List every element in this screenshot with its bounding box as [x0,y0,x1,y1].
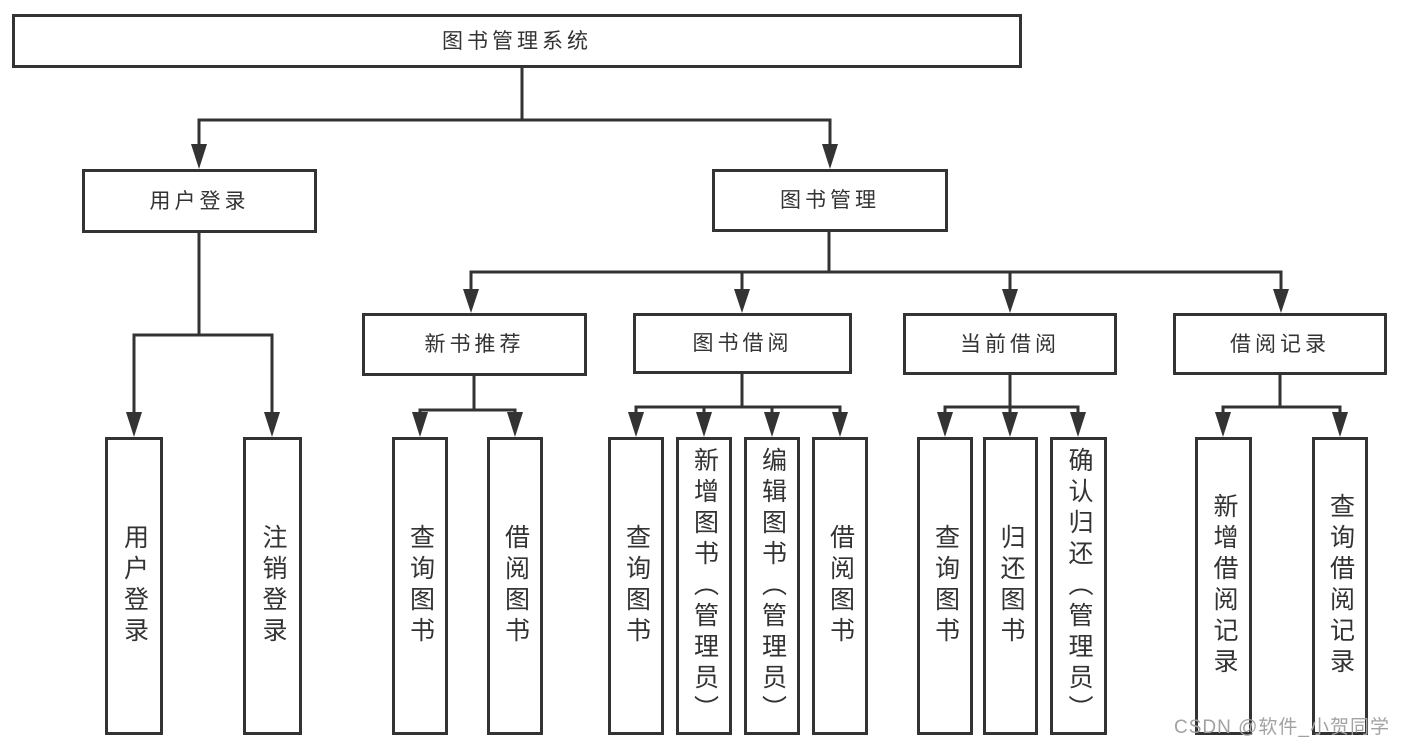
node-label: 图书借阅 [692,332,793,355]
leaf-nbr-borrow-books: 借阅图书 [487,437,543,735]
node-label: 编辑图书（管理员） [758,446,787,726]
node-label: 借阅图书 [826,524,855,648]
node-label: 借阅记录 [1230,332,1330,356]
arrow-down-icon [191,144,207,169]
node-book-borrowing: 图书借阅 [633,313,852,374]
node-label: 查询图书 [622,524,651,648]
node-label: 图书管理 [780,189,880,212]
arrow-down-icon [1070,412,1086,437]
node-label: 用户登录 [120,524,149,648]
node-label: 归还图书 [997,524,1025,648]
node-label: 当前借阅 [960,332,1060,356]
leaf-cb-return-books: 归还图书 [983,437,1038,735]
arrow-down-icon [463,289,479,313]
arrow-down-icon [1273,289,1289,313]
connector-br-crossbar [1221,405,1342,413]
node-label: 图书管理系统 [442,29,592,53]
node-label: 新增借阅记录 [1210,493,1238,679]
node-label: 查询图书 [931,524,960,648]
node-label: 新增图书（管理员） [690,446,719,726]
arrow-down-icon [832,412,848,437]
arrow-down-icon [412,412,428,437]
arrow-down-icon [126,412,142,437]
leaf-user-login: 用户登录 [105,437,163,735]
connector-bb-crossbar [634,405,842,413]
node-library-management-system: 图书管理系统 [12,14,1022,68]
leaf-cb-confirm-return-admin: 确认归还（管理员） [1050,437,1107,735]
node-new-book-recommend: 新书推荐 [362,313,587,376]
connector-book-mgmt-crossbar [469,270,1283,292]
node-label: 新书推荐 [424,333,525,356]
leaf-logout-login: 注销登录 [243,437,302,735]
arrow-down-icon [628,412,644,437]
arrow-down-icon [937,412,953,437]
leaf-br-query-borrow-record: 查询借阅记录 [1312,437,1368,735]
leaf-bb-edit-books-admin: 编辑图书（管理员） [744,437,800,735]
arrow-down-icon [696,412,712,437]
node-current-borrowing: 当前借阅 [903,313,1117,375]
arrow-down-icon [1002,289,1018,313]
node-book-management: 图书管理 [712,169,948,232]
node-label: 用户登录 [149,189,250,213]
connector-root-crossbar [197,118,832,148]
node-label: 借阅图书 [501,524,530,648]
node-borrowing-records: 借阅记录 [1173,313,1387,375]
arrow-down-icon [264,412,280,437]
connector-nbr-crossbar [418,408,517,414]
leaf-br-add-borrow-record: 新增借阅记录 [1195,437,1252,735]
arrow-down-icon [1002,412,1018,437]
csdn-watermark: CSDN @软件_小贺同学 [1174,717,1390,738]
leaf-cb-query-books: 查询图书 [917,437,973,735]
arrow-down-icon [1215,412,1231,437]
arrow-down-icon [507,412,523,437]
leaf-nbr-query-books: 查询图书 [392,437,448,735]
node-label: 注销登录 [259,524,287,648]
node-label: 确认归还（管理员） [1065,446,1093,726]
node-label: 查询借阅记录 [1326,493,1355,679]
connector-user-login-crossbar [132,333,274,414]
leaf-bb-query-books: 查询图书 [608,437,664,735]
arrow-down-icon [764,412,780,437]
leaf-bb-add-books-admin: 新增图书（管理员） [676,437,732,735]
arrow-down-icon [1332,412,1348,437]
arrow-down-icon [822,144,838,169]
node-user-login: 用户登录 [82,169,317,233]
leaf-bb-borrow-books: 借阅图书 [812,437,868,735]
node-label: 查询图书 [406,524,435,648]
arrow-down-icon [734,289,750,313]
